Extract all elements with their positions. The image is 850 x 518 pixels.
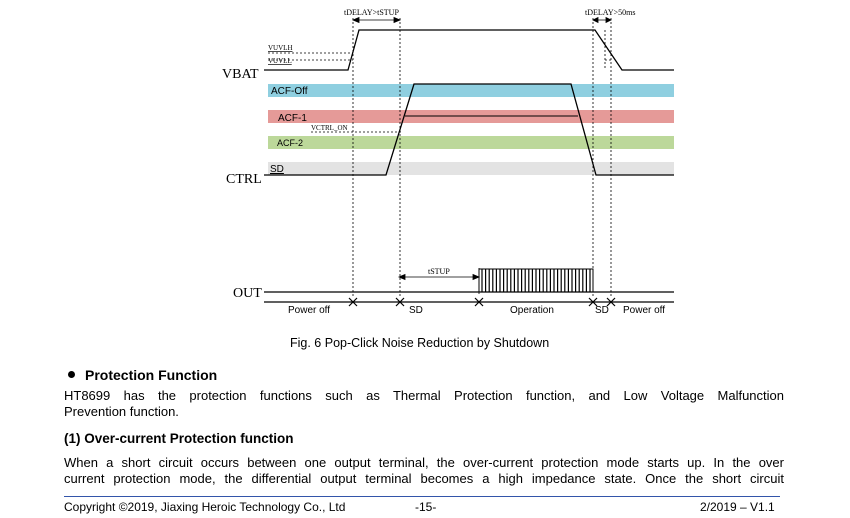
threshold-vuvlh: VUVLH: [268, 44, 293, 52]
band-label-acf-1: ACF-1: [278, 113, 307, 124]
timing-label-right: tDELAY>50ms: [585, 8, 635, 17]
subsection-paragraph: When a short circuit occurs between one …: [64, 455, 784, 487]
state-power-off-1: Power off: [288, 305, 330, 316]
state-power-off-2: Power off: [623, 305, 665, 316]
timing-label-tstup: tSTUP: [428, 267, 450, 276]
state-markers: [348, 297, 616, 307]
threshold-vuvll: VUVLL: [268, 57, 292, 65]
signal-vbat: VBAT: [222, 67, 259, 82]
band-label-sd: SD: [270, 164, 284, 175]
state-operation: Operation: [510, 305, 554, 316]
threshold-vctrl: VCTRL_ON: [311, 124, 348, 132]
timing-diagram: ACF-Off ACF-1 ACF-2 SD VBAT CTRL OUT VUV…: [222, 8, 674, 316]
footer-copyright: Copyright ©2019, Jiaxing Heroic Technolo…: [64, 500, 346, 514]
paragraph-line: HT8699 has the protection functions such…: [64, 388, 784, 403]
figure-caption: Fig. 6 Pop-Click Noise Reduction by Shut…: [290, 336, 550, 350]
timing-arrow-left: [351, 16, 402, 24]
paragraph-line: When a short circuit occurs between one …: [64, 455, 784, 470]
paragraph-line: current protection mode, the differentia…: [64, 471, 784, 486]
timing-label-left: tDELAY>tSTUP: [344, 8, 399, 17]
bullet-icon: [68, 370, 75, 378]
band-acf-off: [268, 84, 674, 97]
section-heading: Protection Function: [68, 367, 217, 383]
band-sd: [268, 162, 674, 175]
paragraph-line: Prevention function.: [64, 404, 179, 419]
footer-page-number: -15-: [415, 500, 437, 514]
footer-rule: [64, 496, 780, 497]
signal-out: OUT: [233, 286, 262, 301]
timing-arrow-right: [592, 16, 612, 24]
subsection-heading: (1) Over-current Protection function: [64, 431, 294, 446]
ctrl-waveform: [264, 83, 674, 176]
out-pulses: [481, 269, 591, 292]
timing-arrow-tstup: [397, 273, 481, 281]
signal-ctrl: CTRL: [226, 172, 262, 187]
state-sd-1: SD: [409, 305, 423, 316]
footer-version: 2/2019 – V1.1: [700, 500, 775, 514]
band-label-acf-2: ACF-2: [277, 138, 303, 148]
band-label-acf-off: ACF-Off: [271, 86, 308, 97]
section-heading-text: Protection Function: [85, 367, 218, 383]
vbat-waveform: [264, 29, 674, 71]
state-sd-2: SD: [595, 305, 609, 316]
band-acf-2: [268, 136, 674, 149]
section-paragraph: HT8699 has the protection functions such…: [64, 388, 784, 420]
